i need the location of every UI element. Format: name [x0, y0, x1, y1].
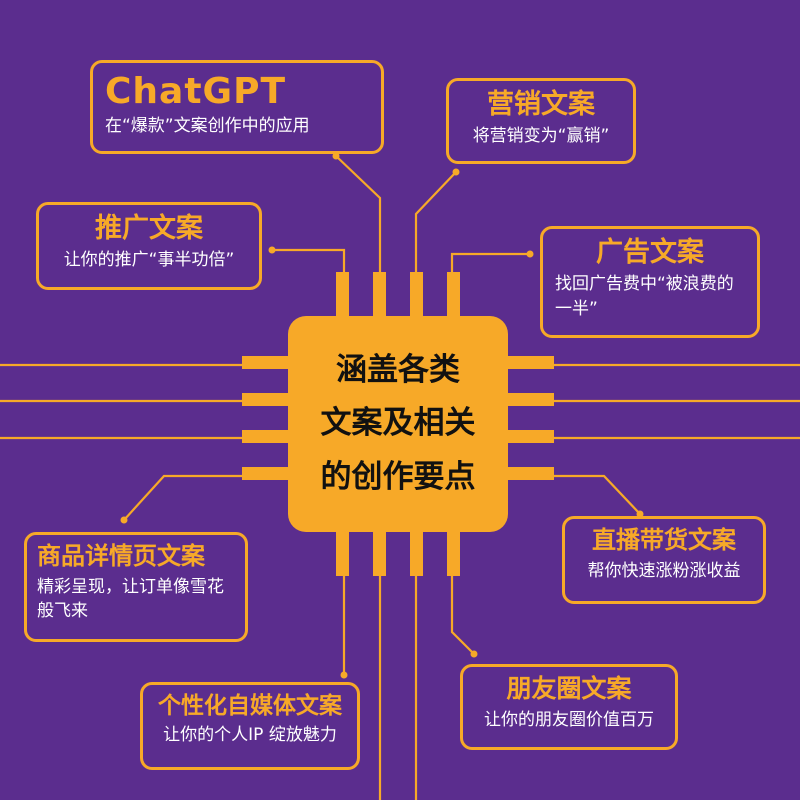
card-livestream: 直播带货文案 帮你快速涨粉涨收益	[562, 516, 766, 604]
chip-pins	[242, 272, 554, 576]
card-self-media-title: 个性化自媒体文案	[158, 693, 342, 719]
card-livestream-desc: 帮你快速涨粉涨收益	[587, 560, 741, 581]
card-product-detail-desc: 精彩呈现，让订单像雪花般飞来	[37, 576, 224, 622]
card-self-media-desc: 让你的个人IP 绽放魅力	[163, 725, 337, 746]
card-marketing: 营销文案 将营销变为“赢销”	[446, 78, 636, 164]
card-chatgpt: ChatGPT 在“爆款”文案创作中的应用	[90, 60, 384, 154]
chip-line-2: 文案及相关	[320, 405, 476, 442]
chip-label: 涵盖各类 文案及相关 的创作要点	[321, 344, 476, 504]
card-promotion: 推广文案 让你的推广“事半功倍”	[36, 202, 262, 290]
wire-lines	[0, 155, 800, 800]
card-product-detail: 商品详情页文案 精彩呈现，让订单像雪花般飞来	[24, 532, 248, 642]
wire-endpoints	[120, 152, 644, 679]
central-chip: 涵盖各类 文案及相关 的创作要点	[288, 316, 508, 532]
card-promotion-title: 推广文案	[95, 213, 203, 244]
card-moments-desc: 让你的朋友圈价值百万	[484, 709, 654, 730]
card-moments: 朋友圈文案 让你的朋友圈价值百万	[460, 664, 678, 750]
chip-line-1: 涵盖各类	[336, 352, 460, 389]
card-self-media: 个性化自媒体文案 让你的个人IP 绽放魅力	[140, 682, 360, 770]
card-marketing-title: 营销文案	[487, 89, 595, 120]
card-promotion-desc: 让你的推广“事半功倍”	[63, 250, 235, 271]
card-advertising-title: 广告文案	[596, 237, 704, 268]
card-moments-title: 朋友圈文案	[506, 674, 632, 703]
card-advertising: 广告文案 找回广告费中“被浪费的一半”	[540, 226, 760, 338]
card-chatgpt-desc: 在“爆款”文案创作中的应用	[105, 116, 310, 137]
card-advertising-desc: 找回广告费中“被浪费的一半”	[555, 274, 734, 319]
card-marketing-desc: 将营销变为“赢销”	[472, 126, 610, 147]
chip-line-3: 的创作要点	[320, 458, 476, 495]
card-product-detail-title: 商品详情页文案	[37, 542, 205, 570]
card-chatgpt-title: ChatGPT	[105, 71, 287, 112]
card-livestream-title: 直播带货文案	[592, 526, 736, 554]
